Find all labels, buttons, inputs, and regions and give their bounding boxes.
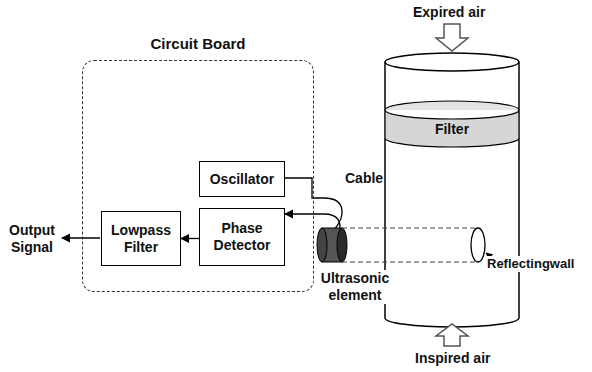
- reflecting-wall: [471, 228, 485, 262]
- filter-band: Filter: [385, 100, 519, 148]
- filter-band-body: [385, 110, 519, 147]
- signal-wire: [284, 178, 324, 198]
- process-box: Phase Detector: [199, 208, 285, 266]
- text-label: Reflectingwall: [486, 256, 575, 272]
- cylinder-wall: [518, 62, 520, 318]
- text-label: Expired air: [412, 4, 486, 21]
- text-label: Output Signal: [4, 222, 60, 256]
- ultrasonic-element-face: [337, 228, 347, 262]
- airflow-arrow: [436, 324, 468, 346]
- node-text: Filter: [435, 121, 469, 138]
- process-box: Lowpass Filter: [101, 211, 181, 266]
- node-text: Phase Detector: [204, 220, 280, 254]
- node-text: Oscillator: [210, 171, 275, 188]
- filter-band-top: [385, 101, 519, 110]
- cylinder-top: [385, 53, 519, 71]
- group-heading: Circuit Board: [83, 35, 313, 52]
- text-label: Cable: [344, 170, 384, 187]
- ultrasonic-element: [317, 228, 327, 262]
- signal-arrow: [181, 238, 199, 239]
- text-label: Inspired air: [414, 350, 491, 367]
- circuit-board: Circuit BoardOscillatorPhase DetectorLow…: [82, 60, 314, 292]
- process-box: Oscillator: [199, 161, 285, 197]
- acoustic-path: [342, 262, 478, 263]
- acoustic-path: [342, 228, 478, 229]
- signal-wire: [285, 213, 324, 214]
- airflow-arrow: [436, 24, 468, 51]
- output-wire: [62, 237, 100, 238]
- node-text: Lowpass Filter: [106, 222, 176, 256]
- text-label: Ultrasonic element: [314, 270, 396, 304]
